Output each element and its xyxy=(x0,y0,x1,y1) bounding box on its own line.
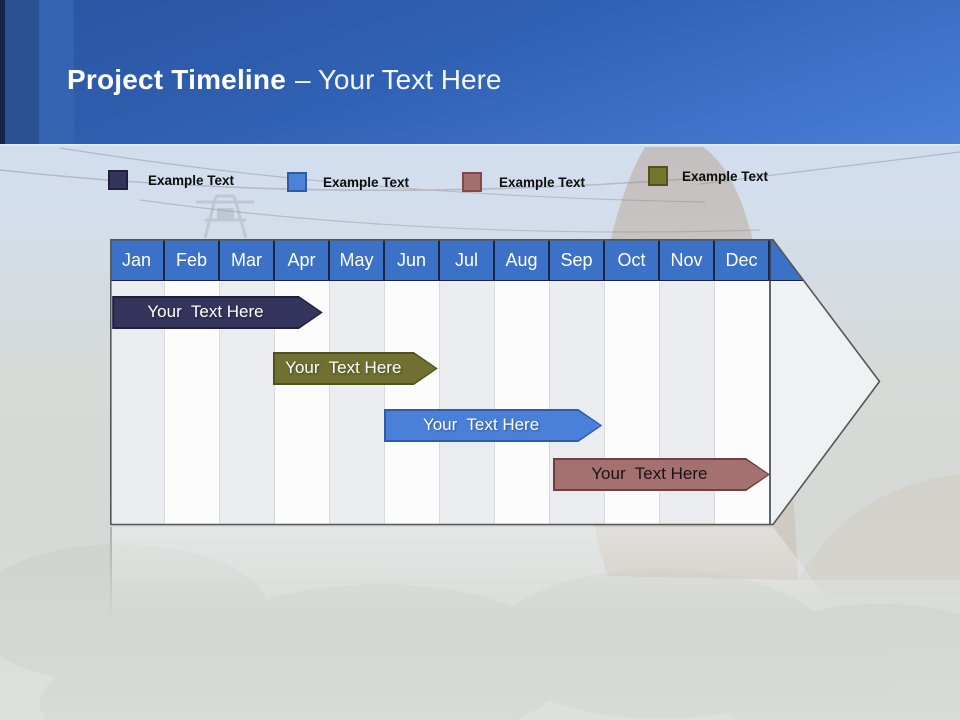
arrow-head-area xyxy=(770,281,879,524)
ridge-silhouette xyxy=(798,474,960,580)
grid-column xyxy=(440,281,495,524)
legend-item-1[interactable]: Example Text xyxy=(108,170,234,190)
gantt-bar-2[interactable]: Your Text Here xyxy=(273,352,438,385)
month-cell-dec: Dec xyxy=(715,239,770,281)
legend-label: Example Text xyxy=(499,174,586,190)
legend-swatch-rose xyxy=(462,172,482,192)
gantt-bar-3[interactable]: Your Text Here xyxy=(384,409,602,442)
month-cell-feb: Feb xyxy=(165,239,220,281)
legend-label: Example Text xyxy=(682,168,769,184)
page-title[interactable]: Project Timeline – Your Text Here xyxy=(67,63,502,97)
grid-column xyxy=(330,281,385,524)
month-cell-may: May xyxy=(330,239,385,281)
month-cell-jun: Jun xyxy=(385,239,440,281)
table-reflection xyxy=(110,527,842,619)
title-bar: Project Timeline – Your Text Here xyxy=(0,0,960,147)
cable-car-tower-silhouette xyxy=(196,194,254,239)
title-main: Project Timeline xyxy=(67,64,286,95)
grid-column xyxy=(495,281,550,524)
gantt-bar-label: Your Text Here xyxy=(422,415,540,434)
month-cell-oct: Oct xyxy=(605,239,660,281)
month-cell-sep: Sep xyxy=(550,239,605,281)
foliage-texture xyxy=(0,544,960,720)
grid-end-divider xyxy=(769,239,771,524)
table-reflection-edge xyxy=(110,527,112,619)
month-header-row: Jan Feb Mar Apr May Jun Jul Aug Sep Oct … xyxy=(110,239,879,281)
accent-band-dark xyxy=(5,0,39,147)
legend-item-2[interactable]: Example Text xyxy=(287,172,409,192)
legend-swatch-olive xyxy=(648,166,668,186)
timeline-arrow-shape: Jan Feb Mar Apr May Jun Jul Aug Sep Oct … xyxy=(110,239,879,524)
month-cell-aug: Aug xyxy=(495,239,550,281)
month-cell-jul: Jul xyxy=(440,239,495,281)
header-separator-line xyxy=(0,144,960,147)
month-cell-mar: Mar xyxy=(220,239,275,281)
accent-band-medium xyxy=(39,0,74,147)
gantt-bar-label: Your Text Here xyxy=(285,358,402,377)
title-placeholder: – Your Text Here xyxy=(294,64,502,95)
accent-band-darkest xyxy=(0,0,5,147)
legend-swatch-blue xyxy=(287,172,307,192)
grid-column xyxy=(385,281,440,524)
legend-label: Example Text xyxy=(323,174,410,190)
cable-lines xyxy=(0,147,960,233)
gantt-bar-4[interactable]: Your Text Here xyxy=(553,458,770,491)
legend-item-4[interactable]: Example Text xyxy=(648,166,768,186)
gantt-bar-1[interactable]: Your Text Here xyxy=(112,296,323,329)
gantt-bar-label: Your Text Here xyxy=(147,302,264,321)
month-cell-nov: Nov xyxy=(660,239,715,281)
legend-swatch-navy xyxy=(108,170,128,190)
month-cell-apr: Apr xyxy=(275,239,330,281)
gantt-bar-label: Your Text Here xyxy=(591,464,708,483)
month-cell-jan: Jan xyxy=(110,239,165,281)
timeline-chart: Jan Feb Mar Apr May Jun Jul Aug Sep Oct … xyxy=(110,239,881,526)
legend-item-3[interactable]: Example Text xyxy=(462,172,585,192)
legend-label: Example Text xyxy=(148,172,235,188)
